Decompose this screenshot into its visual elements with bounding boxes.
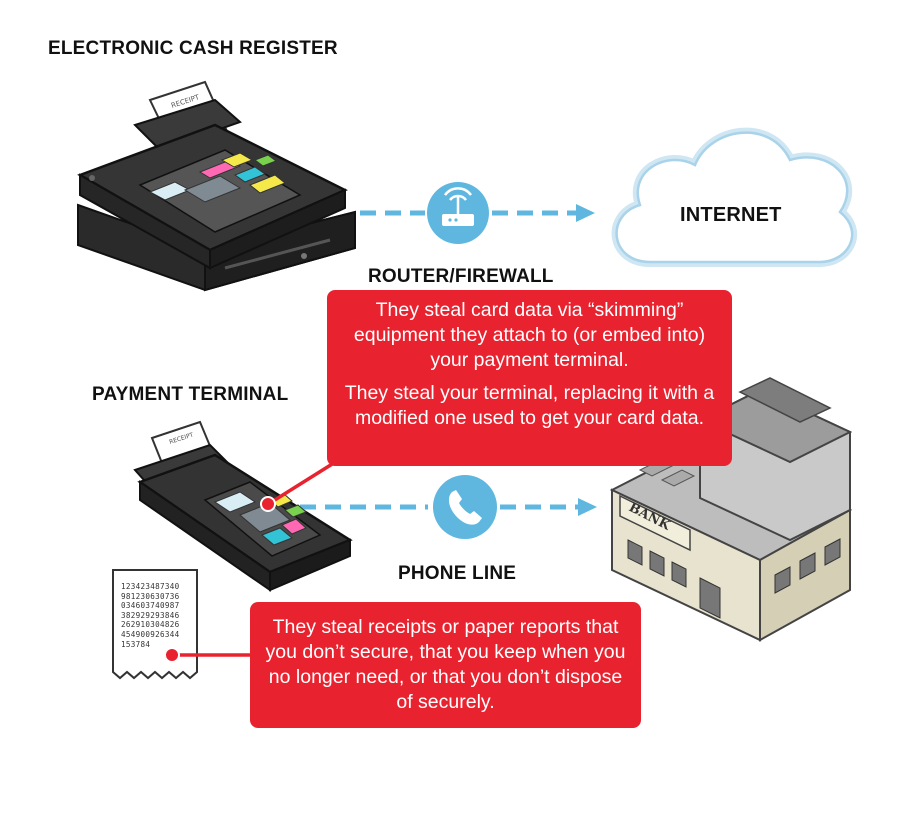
replacement-text: They steal your terminal, replacing it w…: [344, 382, 715, 429]
phone-icon: [433, 475, 497, 539]
receipt-line: 262910304826: [121, 620, 180, 630]
callout-pointers: [164, 454, 346, 663]
receipt-line: 153784: [121, 639, 151, 649]
connector-bank: [300, 498, 597, 516]
receipt-line: 454900926344: [121, 629, 180, 639]
cash-register-label: ELECTRONIC CASH REGISTER: [48, 38, 338, 59]
receipt-line: 981230630736: [121, 591, 180, 601]
receipt-line: 382929293846: [121, 610, 180, 620]
payment-terminal-icon: RECEIPT: [133, 420, 353, 592]
wifi-router-icon: [427, 182, 489, 244]
internet-label: INTERNET: [680, 204, 782, 226]
payment-terminal-label: PAYMENT TERMINAL: [92, 384, 289, 405]
connector-internet: [360, 204, 595, 222]
router-firewall-label: ROUTER/FIREWALL: [368, 266, 554, 287]
receipt-line: 034603740987: [121, 601, 180, 611]
receipt-digits: 123423487340 981230630736 034603740987 3…: [121, 582, 179, 649]
cloud-icon: [611, 127, 857, 267]
cash-register-icon: RECEIPT: [77, 80, 356, 292]
receipt-line: 123423487340: [121, 582, 180, 591]
bank-building-icon: BANK: [609, 377, 853, 642]
phone-line-label: PHONE LINE: [398, 563, 517, 584]
receipts-callout: They steal receipts or paper reports tha…: [250, 602, 641, 728]
skimming-callout: They steal card data via “skimming” equi…: [327, 290, 732, 466]
skimming-text: They steal card data via “skimming” equi…: [353, 299, 706, 371]
receipts-text: They steal receipts or paper reports tha…: [265, 616, 626, 713]
